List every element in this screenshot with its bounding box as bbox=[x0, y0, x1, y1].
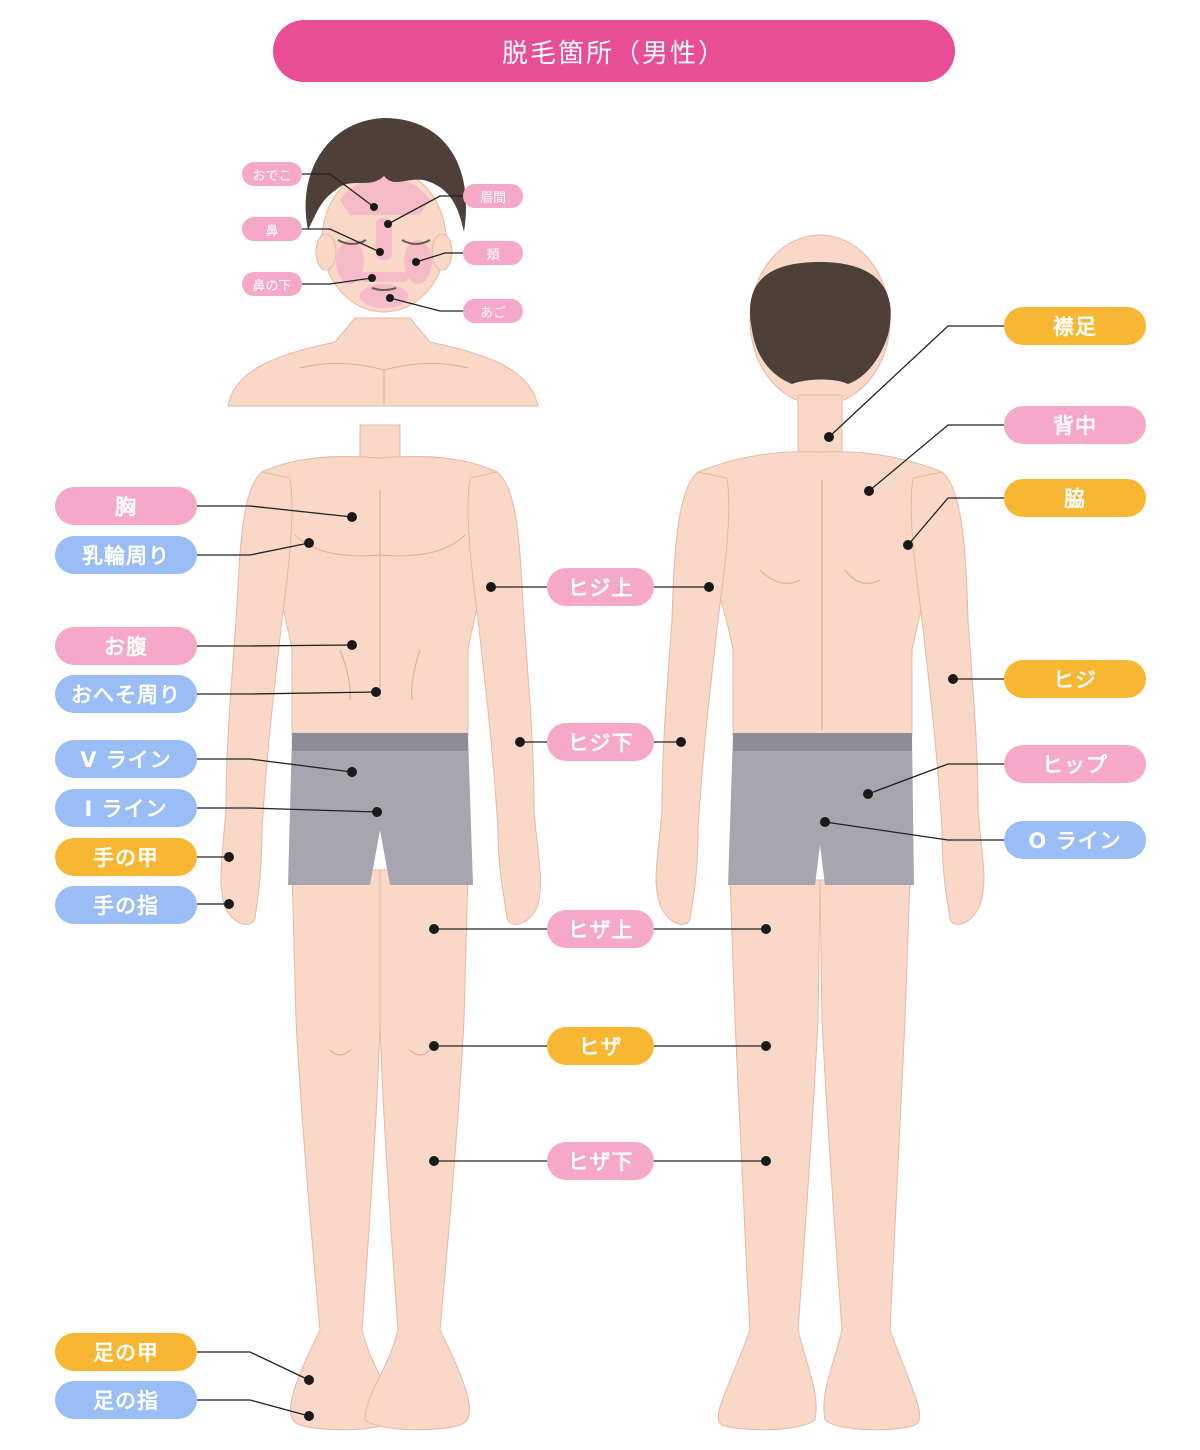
face-label-glabella: 眉間 bbox=[463, 184, 523, 208]
label-chest: 胸 bbox=[55, 487, 197, 525]
label-hip: ヒップ bbox=[1004, 745, 1146, 783]
label-navel: おへそ周り bbox=[55, 675, 197, 713]
label-areola: 乳輪周り bbox=[55, 536, 197, 574]
back-leg-right bbox=[819, 879, 921, 1431]
front-arm-right bbox=[467, 471, 542, 925]
label-toes: 足の指 bbox=[55, 1381, 197, 1419]
face-label-under-nose: 鼻の下 bbox=[242, 272, 302, 296]
label-belly: お腹 bbox=[55, 627, 197, 665]
face-eye-left bbox=[337, 239, 367, 245]
label-forearm: ヒジ下 bbox=[547, 723, 654, 761]
label-back-of-hand: 手の甲 bbox=[55, 838, 197, 876]
face-label-chin: あご bbox=[463, 299, 523, 323]
label-elbow: ヒジ bbox=[1004, 660, 1146, 698]
face-ear-left bbox=[315, 233, 337, 271]
face-label-nose: 鼻 bbox=[242, 217, 302, 241]
front-leg-left bbox=[289, 869, 396, 1431]
label-upper-arm: ヒジ上 bbox=[547, 568, 654, 606]
face-label-cheek: 頬 bbox=[463, 241, 523, 265]
face-eye-right bbox=[401, 239, 431, 245]
front-arm-left bbox=[220, 471, 293, 925]
back-arm-right bbox=[910, 471, 985, 925]
face-upper-lip-zone bbox=[360, 272, 408, 282]
back-waistband bbox=[733, 733, 912, 751]
label-lower-leg: ヒザ下 bbox=[547, 1142, 654, 1180]
face-chin-zone bbox=[360, 284, 408, 308]
label-v-line: V ライン bbox=[55, 740, 197, 778]
back-torso bbox=[695, 451, 946, 736]
back-arm-left bbox=[655, 471, 730, 925]
label-back: 背中 bbox=[1004, 406, 1146, 444]
label-top-of-foot: 足の甲 bbox=[55, 1333, 197, 1371]
face-forehead-zone bbox=[340, 177, 430, 215]
front-waistband bbox=[292, 733, 468, 751]
face-label-forehead: おでこ bbox=[242, 162, 302, 186]
back-hair bbox=[749, 262, 891, 384]
label-nape: 襟足 bbox=[1004, 307, 1146, 345]
face-bust-shoulders bbox=[227, 317, 539, 407]
face-mouth bbox=[371, 287, 397, 291]
back-neck bbox=[797, 394, 843, 461]
face-hair bbox=[305, 118, 467, 232]
page-title: 脱毛箇所（男性） bbox=[273, 20, 955, 82]
label-armpit: 脇 bbox=[1004, 479, 1146, 517]
label-o-line: O ライン bbox=[1004, 821, 1146, 859]
back-leg-left bbox=[717, 879, 821, 1431]
label-fingers: 手の指 bbox=[55, 886, 197, 924]
face-ear-right bbox=[431, 233, 453, 271]
face-cheek-left-zone bbox=[336, 240, 364, 284]
front-leg-right bbox=[364, 869, 471, 1431]
label-knee: ヒザ bbox=[547, 1027, 654, 1065]
label-i-line: I ライン bbox=[55, 789, 197, 827]
back-shorts bbox=[728, 735, 914, 885]
label-thigh: ヒザ上 bbox=[547, 910, 654, 948]
